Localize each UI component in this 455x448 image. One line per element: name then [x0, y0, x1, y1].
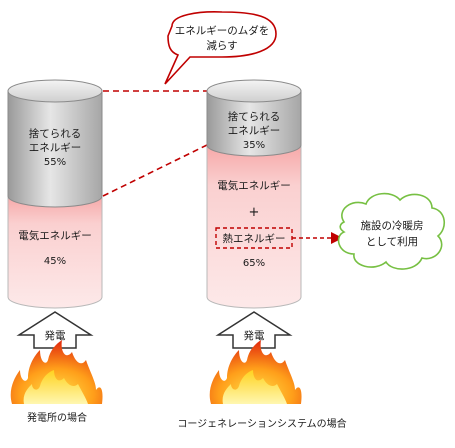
left-arrow-label: 発電 — [45, 329, 66, 342]
plus-sign: + — [249, 205, 260, 220]
right-waste-section — [206, 90, 302, 157]
right-heat-label: 熱エネルギー — [223, 232, 286, 245]
left-cylinder-top — [7, 79, 103, 103]
right-waste-percent: 35% — [243, 140, 265, 151]
left-waste-section — [7, 90, 103, 208]
left-waste-label-2: エネルギー — [29, 142, 82, 154]
right-waste-label-1: 捨てられる — [228, 110, 281, 123]
cloud-shape: 施設の冷暖房 として利用 — [337, 192, 445, 270]
right-combined-percent: 65% — [243, 258, 265, 269]
left-cylinder: 捨てられる エネルギー 55% 電気エネルギー 45% — [7, 79, 103, 309]
right-electric-heat-section — [206, 144, 302, 309]
right-waste-label-2: エネルギー — [228, 125, 281, 137]
right-arrow-label: 発電 — [244, 329, 265, 342]
callout-bubble: エネルギーのムダを 減らす — [164, 11, 277, 85]
right-power-arrow: 発電 — [215, 311, 293, 349]
left-waste-percent: 55% — [44, 157, 66, 168]
callout-line-1: エネルギーのムダを — [175, 24, 270, 37]
left-power-arrow: 発電 — [16, 311, 94, 349]
callout-line-2: 減らす — [206, 39, 237, 52]
left-electric-label: 電気エネルギー — [18, 229, 92, 242]
right-flame-icon — [209, 340, 302, 404]
right-electric-label: 電気エネルギー — [217, 179, 291, 192]
left-electric-percent: 45% — [44, 256, 66, 267]
cloud-line-1: 施設の冷暖房 — [361, 219, 424, 232]
right-cylinder: 捨てられる エネルギー 35% 電気エネルギー + 熱エネルギー 65% — [206, 79, 302, 309]
left-electric-section — [7, 195, 103, 309]
caption-power-plant: 発電所の場合 — [27, 411, 87, 424]
left-flame-icon — [10, 340, 103, 404]
left-waste-label-1: 捨てられる — [29, 127, 82, 140]
right-cylinder-top — [206, 79, 302, 103]
cloud-line-2: として利用 — [366, 236, 418, 248]
connector-bottom-line — [102, 144, 208, 197]
caption-cogeneration: コージェネレーションシステムの場合 — [177, 417, 346, 430]
waste-reduction-connectors — [102, 90, 208, 197]
